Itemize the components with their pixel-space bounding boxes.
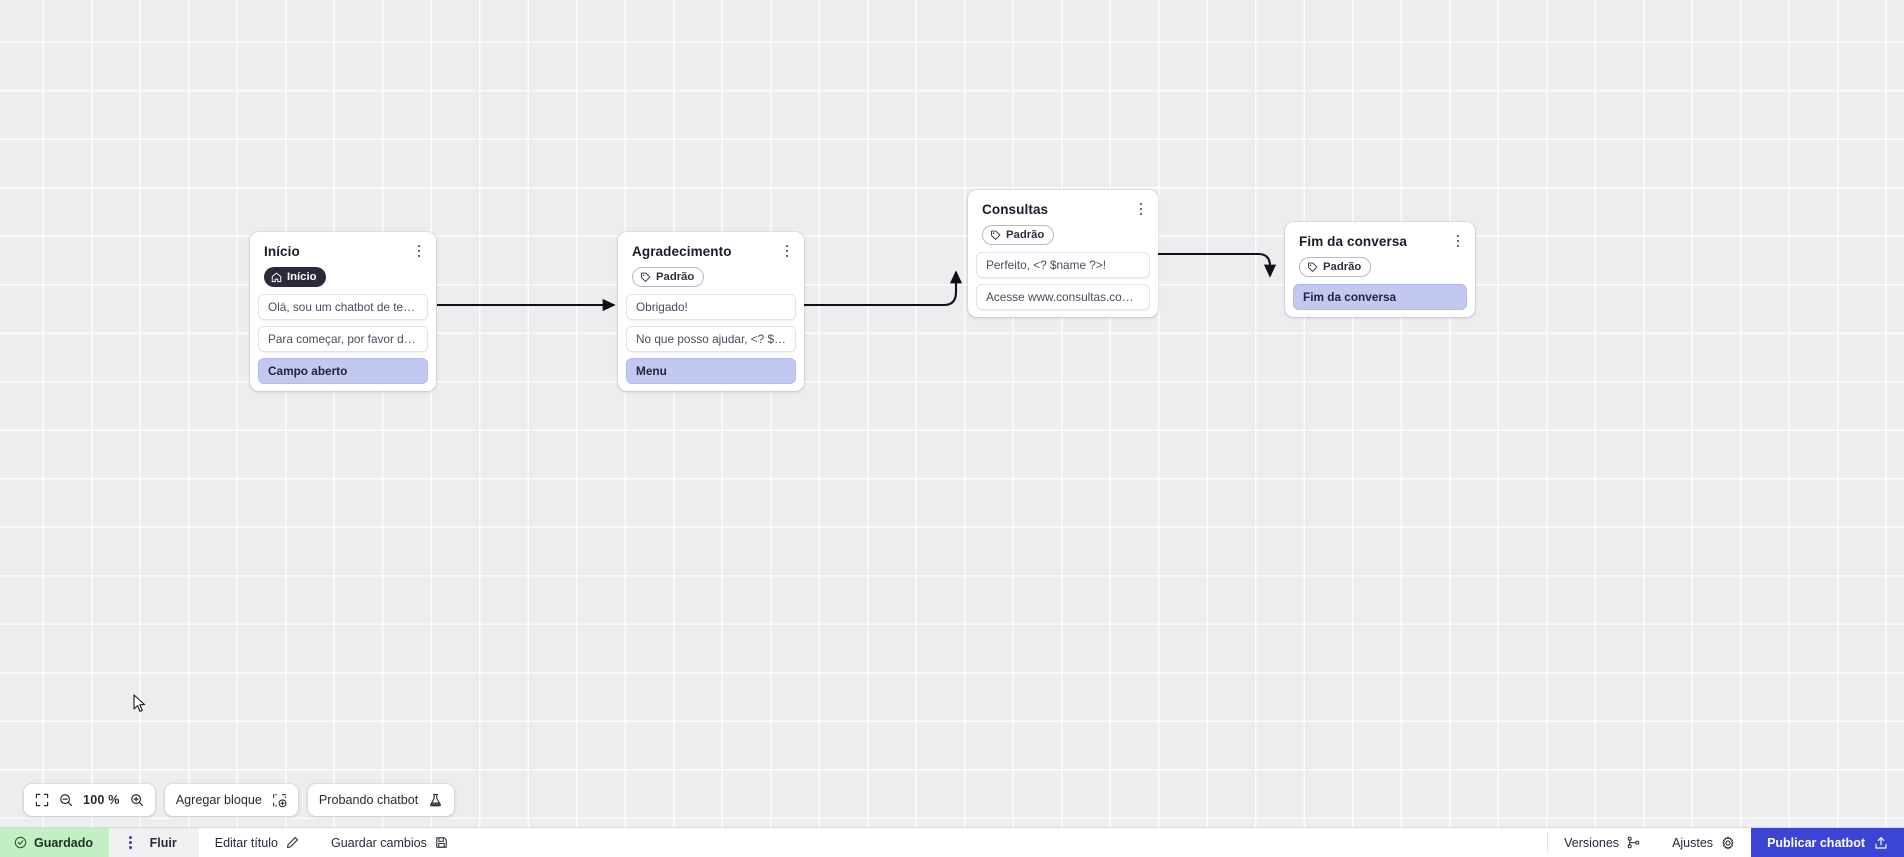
pencil-icon	[286, 837, 298, 848]
node-badge-label: Início	[287, 271, 317, 283]
edge-agradecimento-to-consultas	[804, 270, 963, 307]
zoom-in-icon[interactable]	[130, 793, 144, 807]
node-row[interactable]: Olá, sou um chatbot de teste!	[258, 294, 428, 320]
settings-label: Ajustes	[1672, 835, 1714, 850]
node-header: Agradecimento Padrão	[625, 239, 797, 294]
test-chatbot-button[interactable]: Probando chatbot	[307, 784, 455, 816]
node-rows: Obrigado! No que posso ajudar, <? $name …	[625, 294, 797, 384]
versions-label: Versiones	[1564, 835, 1620, 850]
node-row-accent[interactable]: Fim da conversa	[1293, 284, 1467, 310]
tab-fluir-label: Fluir	[149, 835, 177, 850]
node-header: Fim da conversa Padrão	[1292, 229, 1468, 284]
settings-button[interactable]: Ajustes	[1656, 828, 1751, 857]
status-bar: Guardado Fluir Editar título Guardar cam…	[0, 828, 1904, 857]
node-title: Início	[264, 244, 300, 259]
upload-icon	[1875, 836, 1887, 849]
add-block-button[interactable]: Agregar bloque	[164, 784, 298, 816]
check-circle-icon	[14, 836, 27, 849]
node-row-accent[interactable]: Menu	[626, 358, 796, 384]
node-fim-da-conversa[interactable]: Fim da conversa Padrão Fim da conversa	[1285, 222, 1475, 317]
tag-icon	[641, 272, 651, 282]
node-header: Início Início	[257, 239, 429, 294]
node-row[interactable]: Perfeito, <? $name ?>!	[976, 252, 1150, 278]
node-badge-label: Padrão	[1006, 229, 1045, 241]
publish-chatbot-label: Publicar chatbot	[1767, 835, 1865, 850]
flask-icon	[430, 793, 442, 806]
status-saved-label: Guardado	[34, 835, 94, 850]
node-menu-button[interactable]	[411, 242, 427, 260]
node-rows: Fim da conversa	[1292, 284, 1468, 310]
node-badge-inicio: Início	[264, 267, 326, 287]
node-row[interactable]: No que posso ajudar, <? $name ...	[626, 326, 796, 352]
node-consultas[interactable]: Consultas Padrão Perfeito, <? $name ?>! …	[968, 190, 1158, 317]
node-row[interactable]: Obrigado!	[626, 294, 796, 320]
status-bar-spacer	[464, 828, 1547, 857]
gear-icon	[1722, 836, 1734, 849]
node-inicio[interactable]: Início Início Olá, sou um chatbot de tes…	[250, 232, 436, 391]
node-title: Agradecimento	[632, 244, 732, 259]
tab-fluir[interactable]: Fluir	[109, 828, 199, 857]
save-changes-button[interactable]: Guardar cambios	[315, 828, 464, 857]
node-row-accent[interactable]: Campo aberto	[258, 358, 428, 384]
edit-title-button[interactable]: Editar título	[199, 828, 315, 857]
node-rows: Perfeito, <? $name ?>! Acesse www.consul…	[975, 252, 1151, 310]
node-menu-button[interactable]	[1450, 232, 1466, 250]
node-title: Consultas	[982, 202, 1049, 217]
node-row[interactable]: Para começar, por favor digite o ...	[258, 326, 428, 352]
node-menu-button[interactable]	[1133, 200, 1149, 218]
add-block-icon	[272, 793, 287, 807]
versions-button[interactable]: Versiones	[1548, 828, 1656, 857]
save-icon	[436, 837, 447, 848]
node-badge-padrao: Padrão	[632, 267, 705, 287]
zoom-out-icon[interactable]	[59, 793, 73, 807]
node-badge-label: Padrão	[1323, 261, 1362, 273]
tag-icon	[991, 230, 1001, 240]
canvas-toolbar: 100 % Agregar bloque Probando chatbot	[24, 784, 455, 816]
save-changes-label: Guardar cambios	[330, 835, 427, 850]
zoom-level-label: 100 %	[83, 793, 120, 807]
home-icon	[271, 272, 282, 282]
publish-chatbot-button[interactable]: Publicar chatbot	[1751, 828, 1904, 857]
more-vertical-icon[interactable]	[119, 836, 142, 849]
node-agradecimento[interactable]: Agradecimento Padrão Obrigado! No que po…	[618, 232, 804, 391]
node-badge-padrao: Padrão	[982, 225, 1055, 245]
node-badge-padrao: Padrão	[1299, 257, 1372, 277]
fit-screen-icon[interactable]	[35, 793, 49, 807]
node-row[interactable]: Acesse www.consultas.com par...	[976, 284, 1150, 310]
edge-consultas-to-fim	[1158, 252, 1277, 278]
tag-icon	[1308, 262, 1318, 272]
branch-icon	[1627, 836, 1640, 849]
mouse-cursor	[133, 694, 146, 712]
status-bar-divider	[1547, 833, 1549, 852]
test-chatbot-label: Probando chatbot	[318, 793, 419, 807]
status-saved-badge: Guardado	[0, 828, 110, 857]
add-block-label: Agregar bloque	[175, 793, 262, 807]
node-rows: Olá, sou um chatbot de teste! Para começ…	[257, 294, 429, 384]
node-title: Fim da conversa	[1299, 234, 1408, 249]
node-header: Consultas Padrão	[975, 197, 1151, 252]
zoom-controls[interactable]: 100 %	[24, 784, 155, 816]
node-badge-label: Padrão	[656, 271, 695, 283]
edit-title-label: Editar título	[214, 835, 278, 850]
node-menu-button[interactable]	[779, 242, 795, 260]
